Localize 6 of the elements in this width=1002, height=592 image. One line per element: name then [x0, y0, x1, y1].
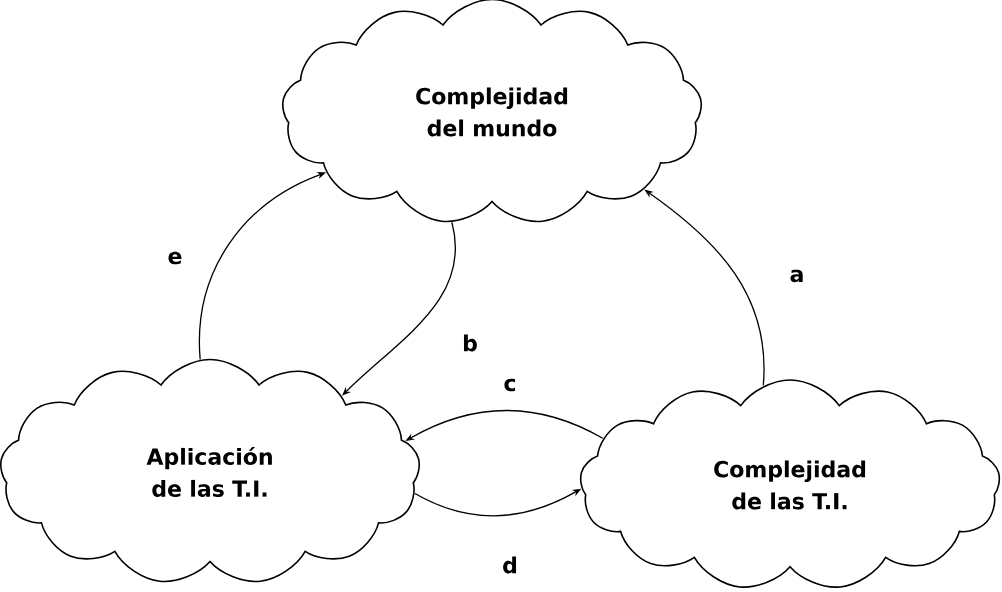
edge-label: a: [787, 267, 807, 285]
edge-label: b: [460, 332, 480, 354]
edge-label: c: [501, 376, 519, 394]
arrow: [342, 221, 456, 396]
edge-label: d: [500, 554, 520, 576]
edge-label: e: [165, 249, 185, 267]
